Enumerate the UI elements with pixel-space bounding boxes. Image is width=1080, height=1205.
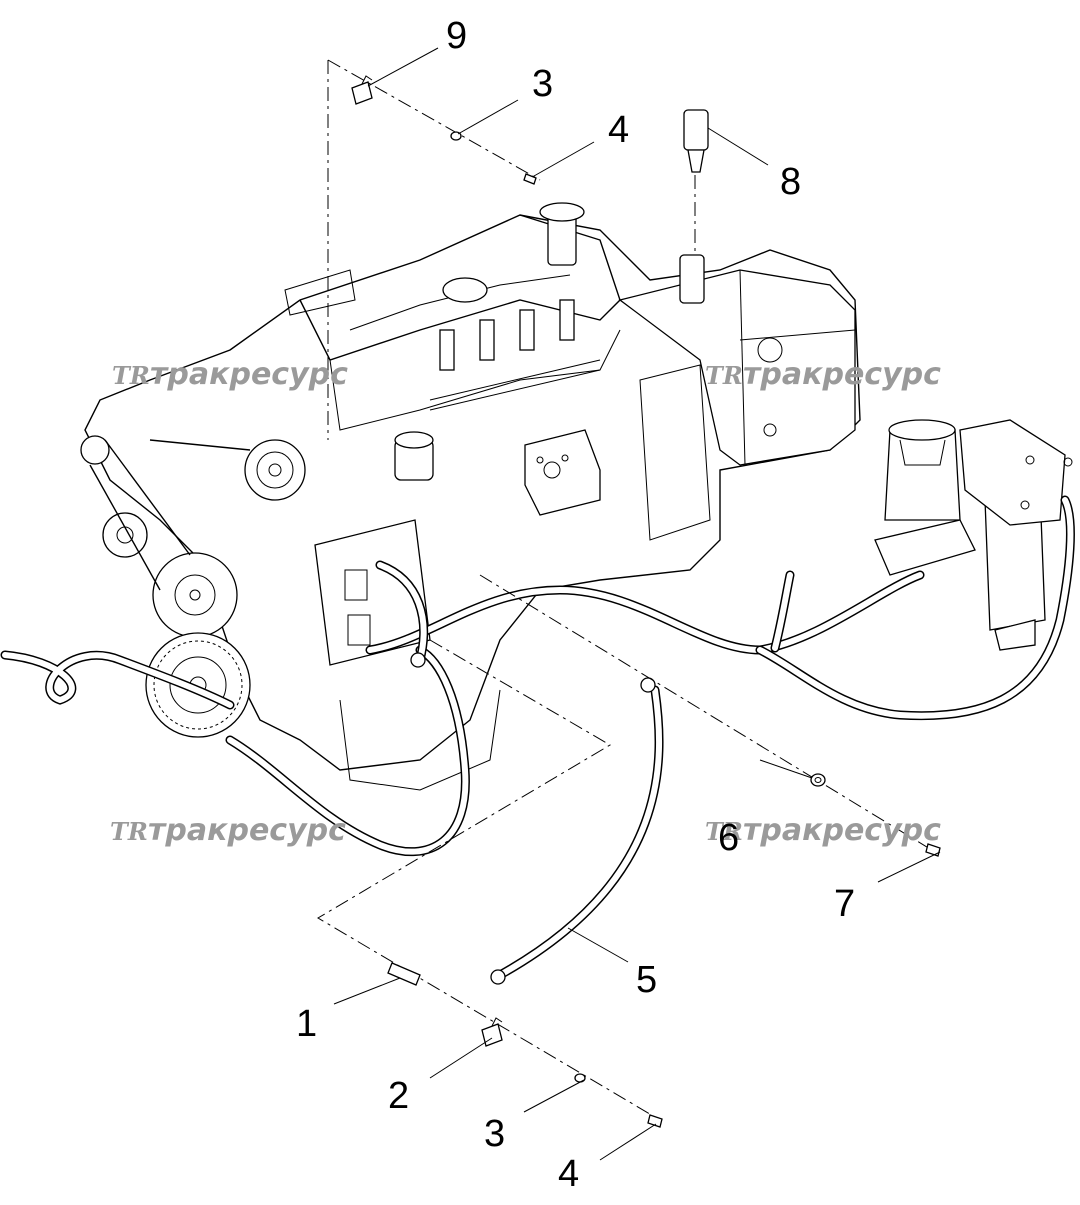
callout-3-bottom: 3 [484, 1113, 505, 1155]
connector-part-1 [387, 962, 421, 986]
watermark-bottom-right: TR тракресурс [705, 813, 941, 848]
bolt-part-4-top [523, 173, 537, 185]
belt-drive [80, 435, 251, 638]
engine-assembly [80, 202, 861, 791]
watermark-logo: TR [705, 817, 743, 846]
fuel-filter-assembly [874, 419, 1073, 651]
watermark-top-right: TR тракресурс [705, 357, 941, 392]
watermark-text: тракресурс [743, 357, 941, 392]
callout-9: 9 [446, 15, 467, 57]
sensor-part-8 [679, 109, 709, 304]
watermark-text: тракресурс [743, 813, 941, 848]
callout-8: 8 [780, 161, 801, 203]
callout-1: 1 [296, 1003, 317, 1045]
callout-6: 6 [718, 817, 739, 859]
callout-5: 5 [636, 959, 657, 1001]
callout-2: 2 [388, 1075, 409, 1117]
ecu-module [314, 519, 431, 666]
watermark-bottom-left: TR тракресурс [110, 813, 346, 848]
gearbox [618, 269, 856, 541]
watermark-top-left: TR тракресурс [112, 357, 348, 392]
ac-compressor [244, 439, 306, 501]
callout-3-top: 3 [532, 63, 553, 105]
washer-part-6 [810, 773, 826, 787]
watermark-logo: TR [110, 817, 148, 846]
watermark-text: тракресурс [150, 357, 348, 392]
watermark-logo: TR [112, 361, 150, 390]
callout-4-bottom: 4 [558, 1153, 579, 1195]
clip-part-2 [481, 1017, 503, 1047]
assembly-lines [317, 59, 941, 1121]
injector-row [429, 299, 601, 411]
bolt-part-4-bottom [647, 1114, 663, 1128]
bolt-part-7 [925, 843, 941, 857]
air-intake [394, 431, 434, 481]
wiring-harness [0, 495, 1075, 985]
callout-7: 7 [834, 883, 855, 925]
callout-labels: 9 3 4 8 6 7 5 1 2 3 4 [296, 15, 855, 1195]
callout-4-top: 4 [608, 109, 629, 151]
oil-filler-cap [442, 202, 585, 303]
watermark-logo: TR [705, 361, 743, 390]
watermark-text: тракресурс [148, 813, 346, 848]
fuel-pump [524, 429, 601, 516]
vibration-damper [145, 632, 251, 738]
leader-lines [333, 47, 941, 1161]
clip-part-9 [351, 75, 373, 105]
